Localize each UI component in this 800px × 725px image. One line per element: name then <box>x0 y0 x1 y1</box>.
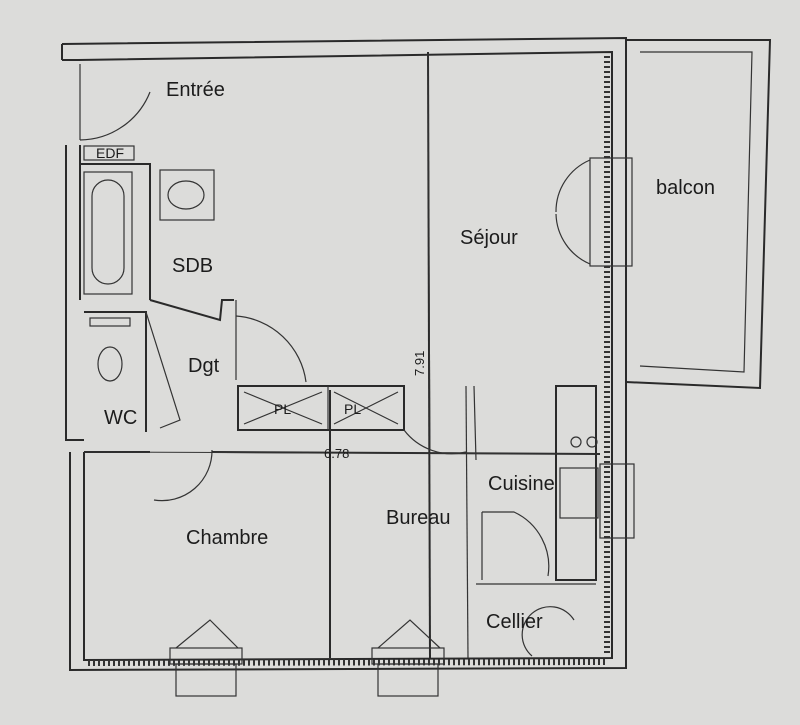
room-label-balcon: balcon <box>656 177 715 199</box>
room-label-cellier: Cellier <box>486 611 543 633</box>
room-label-wc: WC <box>104 407 137 429</box>
room-label-cuisine: Cuisine <box>488 473 555 495</box>
kitchen-fixtures <box>481 385 635 581</box>
room-label-sejour: Séjour <box>460 227 518 249</box>
dimension-horizontal-label: 6.78 <box>324 446 349 461</box>
exterior-walls <box>61 36 627 672</box>
cellier-fixtures <box>476 583 596 657</box>
bathroom-fixtures <box>80 163 234 322</box>
edf-panel <box>83 145 135 161</box>
entrance-door <box>79 64 151 141</box>
closet-label-1: PL <box>274 401 291 417</box>
closets <box>237 385 405 431</box>
room-label-sdb: SDB <box>172 255 213 277</box>
dimension-lines <box>83 51 601 455</box>
dimension-vertical-label: 7.91 <box>412 351 427 376</box>
room-label-entree: Entrée <box>166 79 225 101</box>
wc-fixtures <box>84 311 181 432</box>
closet-label-2: PL <box>344 401 361 417</box>
balcony-outline <box>625 39 772 390</box>
bottom-windows <box>169 619 445 697</box>
sejour-windows <box>555 157 633 267</box>
interior-walls <box>84 51 601 659</box>
room-label-chambre: Chambre <box>186 527 268 549</box>
room-label-bureau: Bureau <box>386 507 451 529</box>
corridor-doors <box>153 300 307 502</box>
room-label-dgt: Dgt <box>188 355 220 377</box>
edf-label: EDF <box>96 145 124 161</box>
